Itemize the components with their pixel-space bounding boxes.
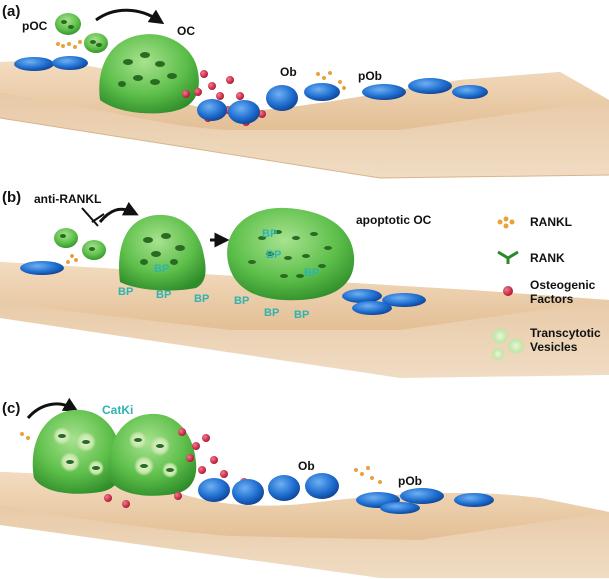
bp-label: BP — [294, 309, 309, 321]
bisphosphonate-labels: BP BP BP BP BP BP BP BP BP BP — [118, 228, 319, 321]
label-catki: CatKi — [102, 403, 133, 417]
osteoblast-cells — [342, 289, 426, 315]
legend: RANKL RANK Osteogenic Factors Transcytot… — [491, 215, 601, 361]
rankl-icon — [497, 216, 515, 229]
bp-label: BP — [118, 286, 133, 298]
bp-label: BP — [262, 228, 277, 240]
differentiation-arrow — [98, 201, 139, 223]
bp-label: BP — [266, 249, 281, 261]
bp-label: BP — [234, 295, 249, 307]
rank-icon — [497, 250, 519, 264]
bp-label: BP — [194, 293, 209, 305]
legend-label: Osteogenic — [530, 278, 596, 292]
differentiation-arrow — [26, 397, 79, 420]
apoptotic-osteoclast-cell — [227, 207, 355, 301]
inhibitor-line — [81, 207, 99, 227]
osteogenic-factor-icon — [503, 286, 513, 296]
label-apoptotic-oc: apoptotic OC — [356, 213, 432, 227]
label-pob: pOb — [358, 69, 382, 83]
transcytotic-vesicle-icon — [491, 327, 525, 361]
label-oc: OC — [177, 24, 195, 38]
bp-label: BP — [154, 263, 169, 275]
bp-label: BP — [156, 289, 171, 301]
preosteoclast-cell — [82, 240, 106, 260]
bp-label: BP — [304, 267, 319, 279]
osteoclast-cell — [108, 413, 197, 496]
legend-label: Transcytotic — [530, 326, 601, 340]
osteoclast-cell — [32, 409, 123, 494]
osteoblast-cells — [14, 56, 488, 124]
legend-label: Vesicles — [530, 340, 578, 354]
panel-letter: (c) — [2, 400, 20, 417]
bone-surface — [0, 61, 609, 179]
panel-letter: (a) — [2, 3, 20, 20]
label-ob: Ob — [280, 65, 297, 79]
osteoblast-cells — [198, 473, 494, 514]
label-anti-rankl: anti-RANKL — [34, 192, 101, 206]
preosteoclast-cell — [55, 13, 81, 35]
preosteoclast-cell — [54, 228, 78, 248]
legend-label: RANKL — [530, 215, 572, 229]
osteoblast-cell — [20, 261, 64, 275]
osteoclast-cell — [99, 34, 199, 114]
rankl-cluster — [20, 432, 30, 440]
label-pob: pOb — [398, 474, 422, 488]
rankl-cluster — [316, 71, 346, 90]
rankl-cluster — [354, 466, 382, 484]
panel-c: (c) — [0, 397, 609, 578]
bp-label: BP — [264, 307, 279, 319]
differentiation-arrow — [95, 8, 165, 25]
legend-label: Factors — [530, 292, 574, 306]
rankl-cluster — [66, 254, 78, 264]
osteoclast-cell — [119, 214, 206, 291]
panel-letter: (b) — [2, 189, 21, 206]
panel-a: (a) — [0, 3, 609, 179]
label-ob: Ob — [298, 459, 315, 473]
panel-b: (b) — [0, 189, 609, 378]
legend-label: RANK — [530, 251, 565, 265]
inhibitor-bar — [91, 213, 105, 223]
preosteoclast-cell — [84, 33, 108, 53]
rankl-cluster — [56, 40, 82, 49]
label-poc: pOC — [22, 19, 48, 33]
